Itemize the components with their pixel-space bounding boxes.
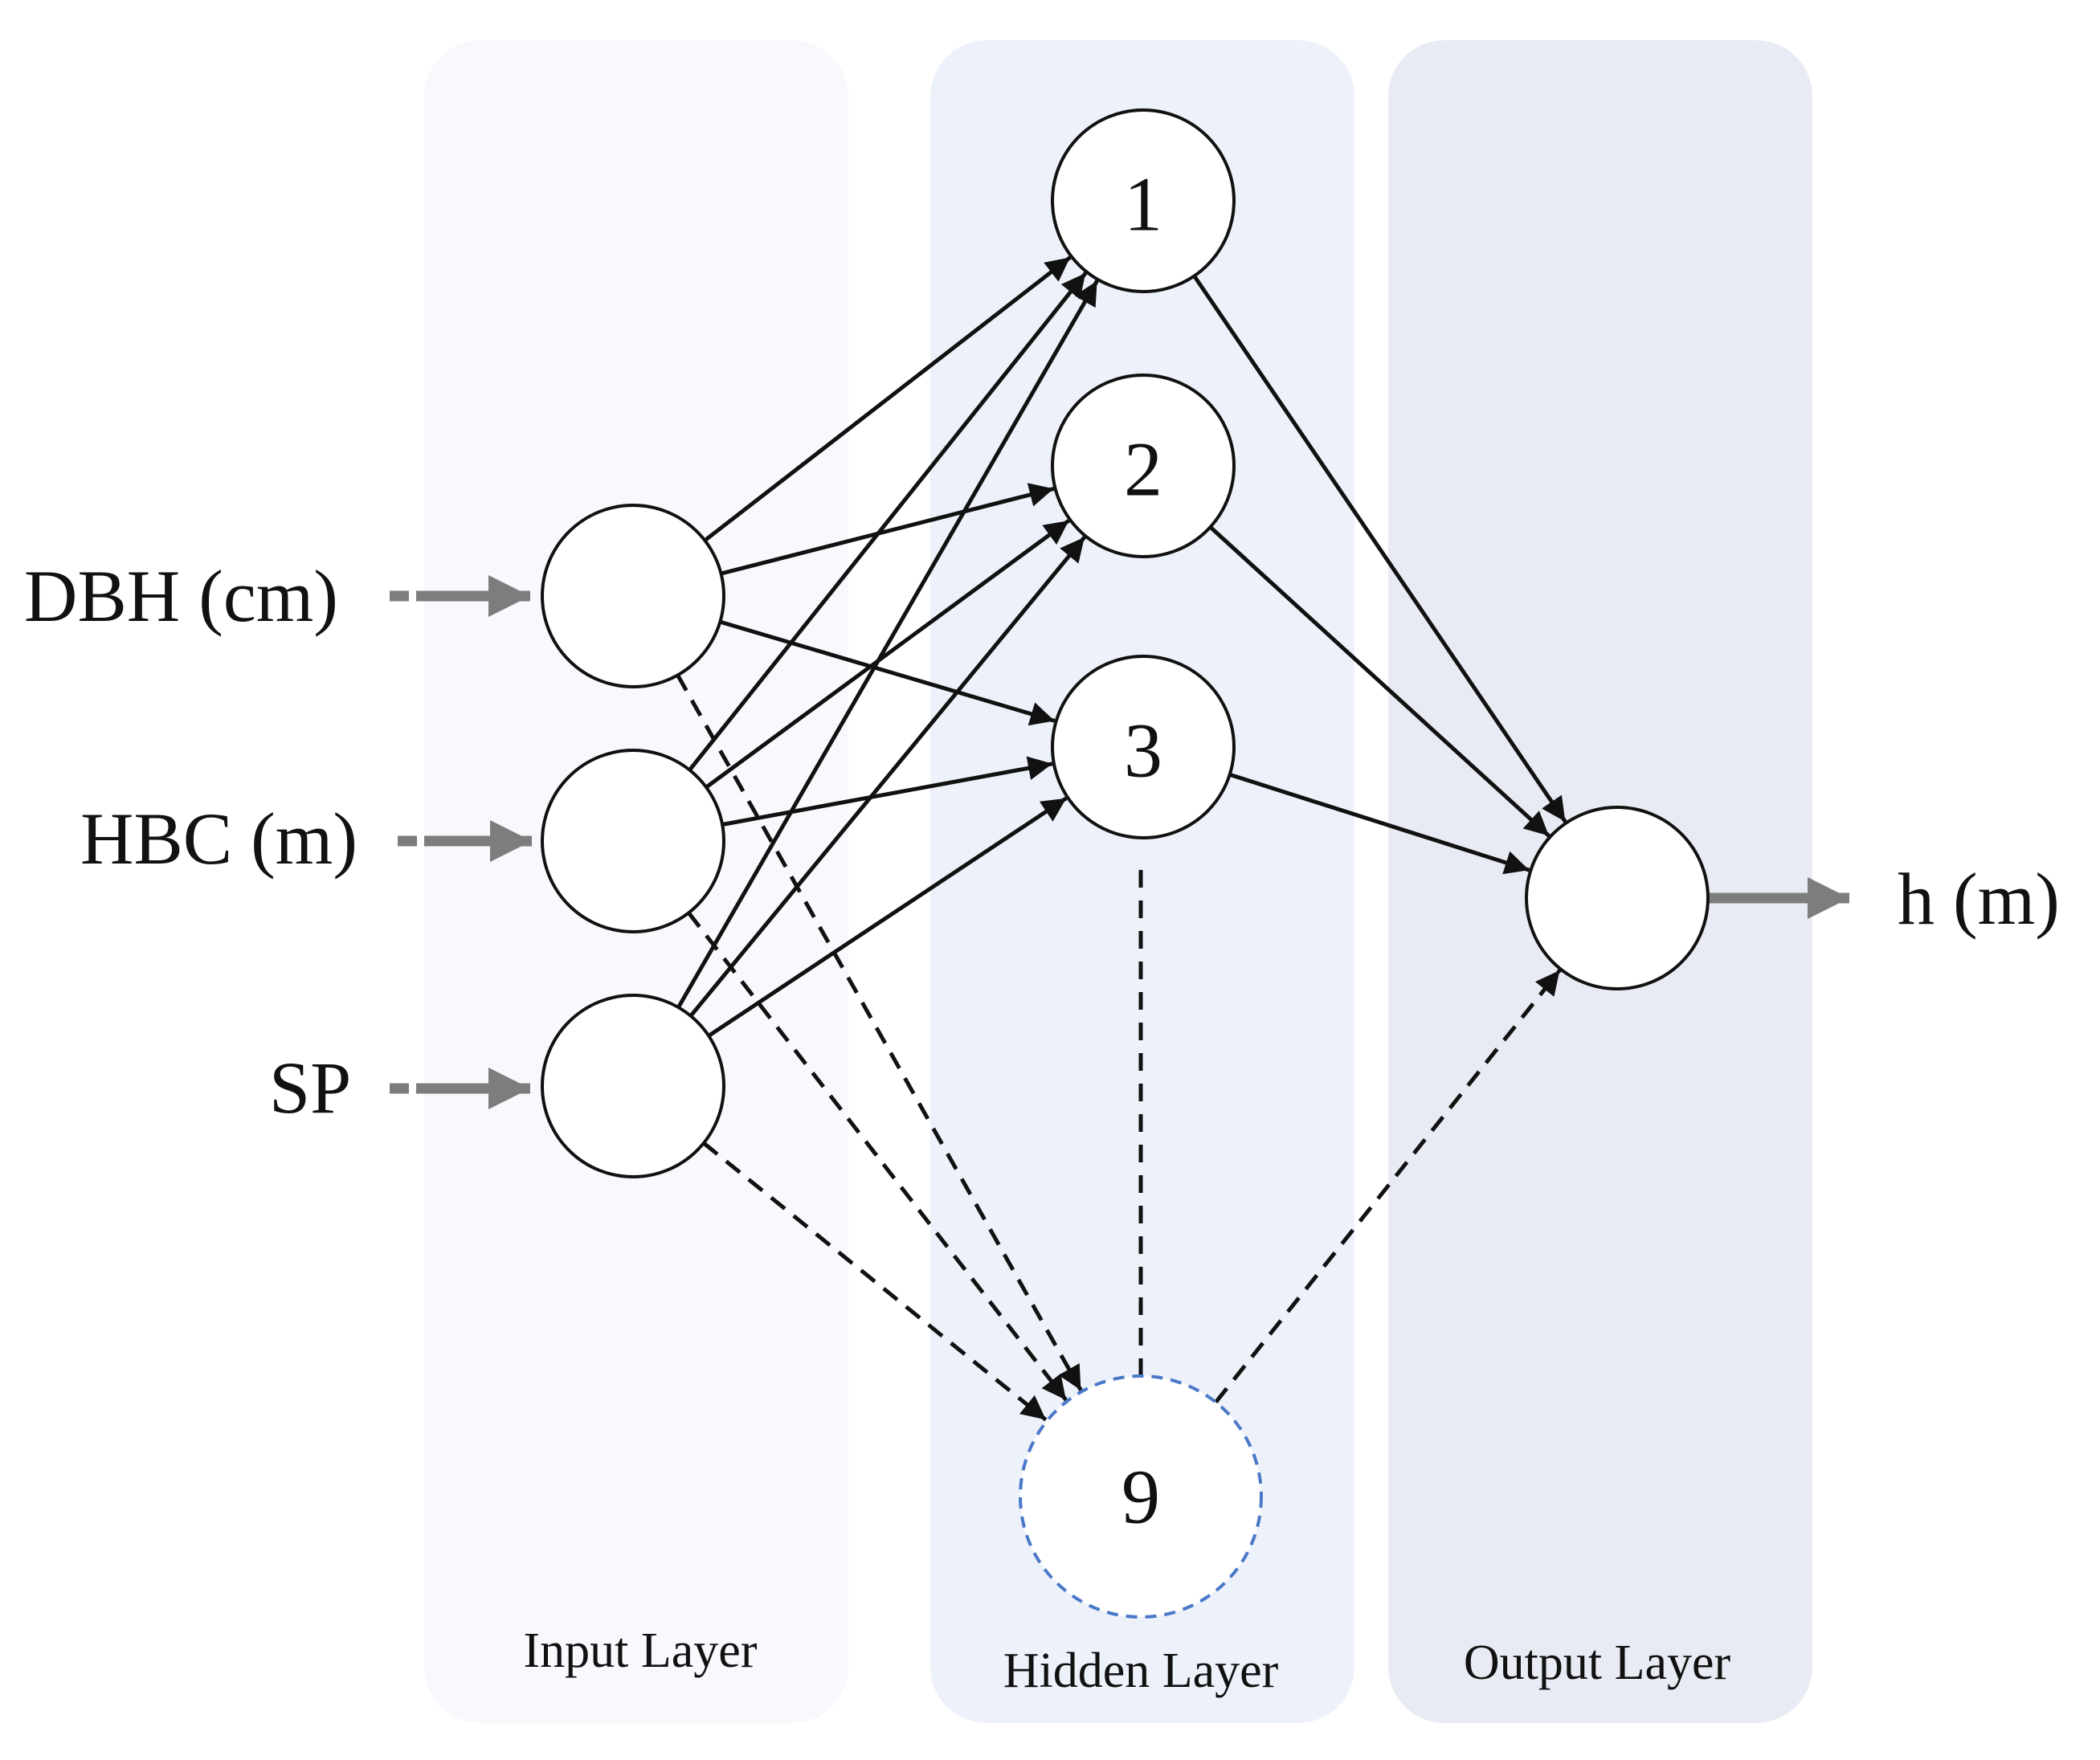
hidden-node-9: [1019, 1374, 1263, 1619]
hidden-node-2: [1051, 374, 1236, 558]
edge-input-sp-to-hidden-1: [676, 280, 1099, 1009]
input-node-hbc: [541, 749, 725, 933]
hidden-node-9-label: 9: [1121, 1454, 1160, 1540]
output-layer-label: Output Layer: [1464, 1635, 1731, 1690]
edge-hidden-3-to-output: [1228, 772, 1530, 875]
hidden-node-3: [1051, 655, 1236, 839]
input-label-hbc: HBC (m): [80, 798, 357, 880]
edge-input-hbc-to-hidden-3: [721, 756, 1053, 827]
dashed-edge-input-hbc-to-hidden-9: [687, 911, 1068, 1402]
input-node-dbh: [541, 504, 725, 688]
hidden-node-2-label: 2: [1124, 427, 1162, 512]
input-node-sp: [541, 994, 725, 1178]
input-layer-label: Input Layer: [524, 1623, 758, 1678]
edge-input-dbh-to-hidden-3: [719, 619, 1056, 726]
edge-input-sp-to-hidden-3: [707, 796, 1068, 1038]
edge-hidden-1-to-output: [1192, 275, 1567, 823]
edge-hidden-2-to-output: [1208, 525, 1550, 838]
hidden-node-1: [1051, 108, 1236, 293]
dashed-edge-hidden-9-to-output: [1214, 969, 1562, 1404]
hidden-node-3-label: 3: [1124, 708, 1162, 794]
edge-input-sp-to-hidden-2: [688, 536, 1086, 1018]
edge-input-dbh-to-hidden-2: [720, 483, 1055, 576]
edge-input-hbc-to-hidden-2: [705, 519, 1070, 790]
connections: [676, 255, 1567, 1422]
output-label: h (m): [1898, 858, 2060, 940]
dashed-edge-input-dbh-to-hidden-9: [676, 674, 1083, 1391]
input-label-sp: SP: [269, 1047, 351, 1129]
output-node: [1525, 806, 1710, 990]
dashed-edge-input-sp-to-hidden-9: [702, 1141, 1048, 1422]
edge-input-dbh-to-hidden-1: [703, 255, 1072, 542]
input-label-dbh: DBH (cm): [24, 555, 338, 637]
hidden-node-1-label: 1: [1124, 161, 1162, 247]
hidden-layer-label: Hidden Layer: [1003, 1644, 1279, 1698]
edge-input-hbc-to-hidden-1: [688, 272, 1088, 772]
